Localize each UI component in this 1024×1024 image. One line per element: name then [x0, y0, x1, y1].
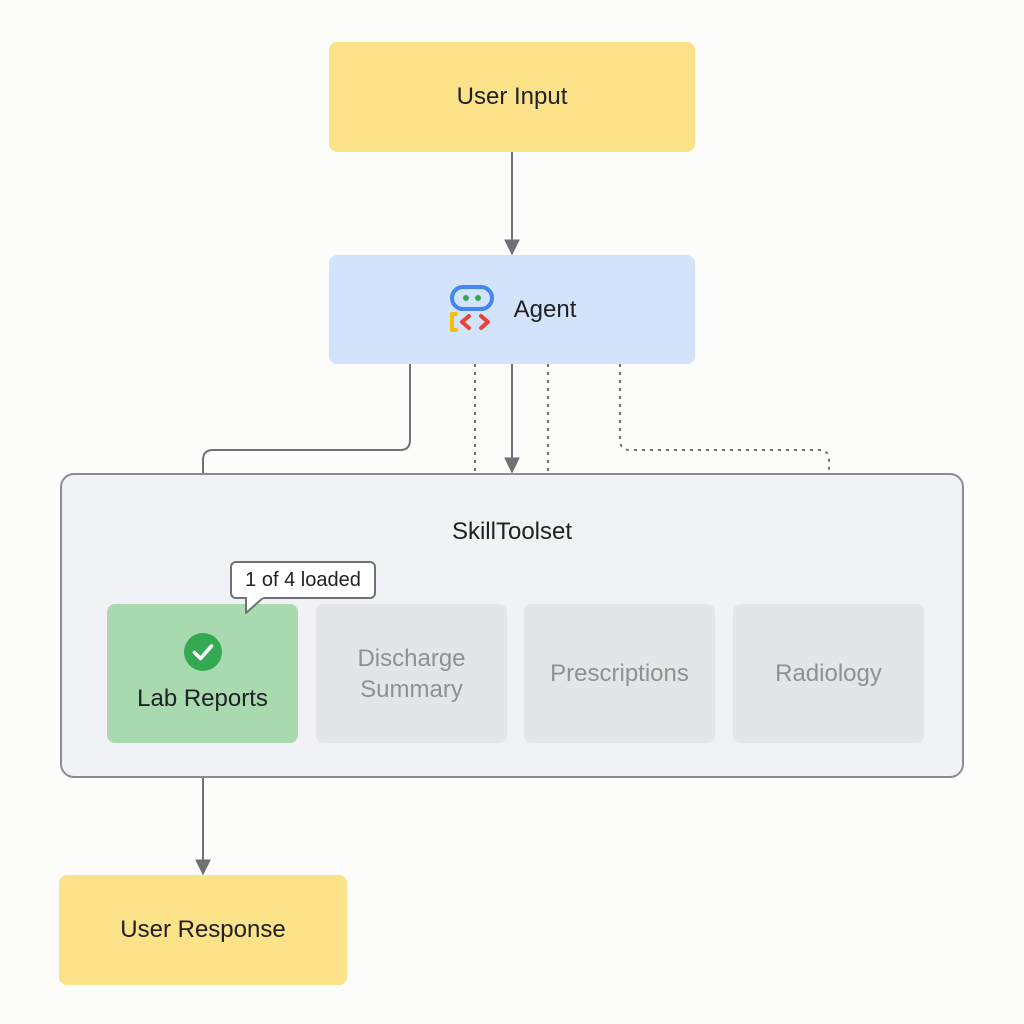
skill-prescriptions: Prescriptions [524, 604, 715, 743]
skill-radiology: Radiology [733, 604, 924, 743]
user-input-label: User Input [456, 83, 568, 110]
check-circle-icon [183, 633, 222, 671]
loaded-count-tooltip: 1 of 4 loaded [230, 561, 376, 599]
user-response-node: User Response [59, 875, 347, 985]
user-input-node: User Input [329, 42, 695, 152]
skill-toolset-title: SkillToolset [451, 518, 573, 545]
skill-discharge-summary: Discharge Summary [316, 604, 507, 743]
skill-lab-reports-label: Lab Reports [137, 685, 268, 712]
skill-radiology-label: Radiology [775, 660, 882, 687]
agent-node: Agent [329, 255, 695, 364]
agent-label: Agent [513, 295, 577, 323]
skill-discharge-label-line2: Summary [360, 675, 463, 703]
tooltip-tail [245, 597, 265, 614]
skill-prescriptions-label: Prescriptions [550, 660, 689, 687]
loaded-count-text: 1 of 4 loaded [245, 568, 361, 591]
user-response-label: User Response [120, 916, 286, 943]
agent-logo-icon [449, 284, 494, 332]
skill-lab-reports: Lab Reports [107, 604, 298, 743]
skill-discharge-label-line1: Discharge [357, 644, 466, 672]
